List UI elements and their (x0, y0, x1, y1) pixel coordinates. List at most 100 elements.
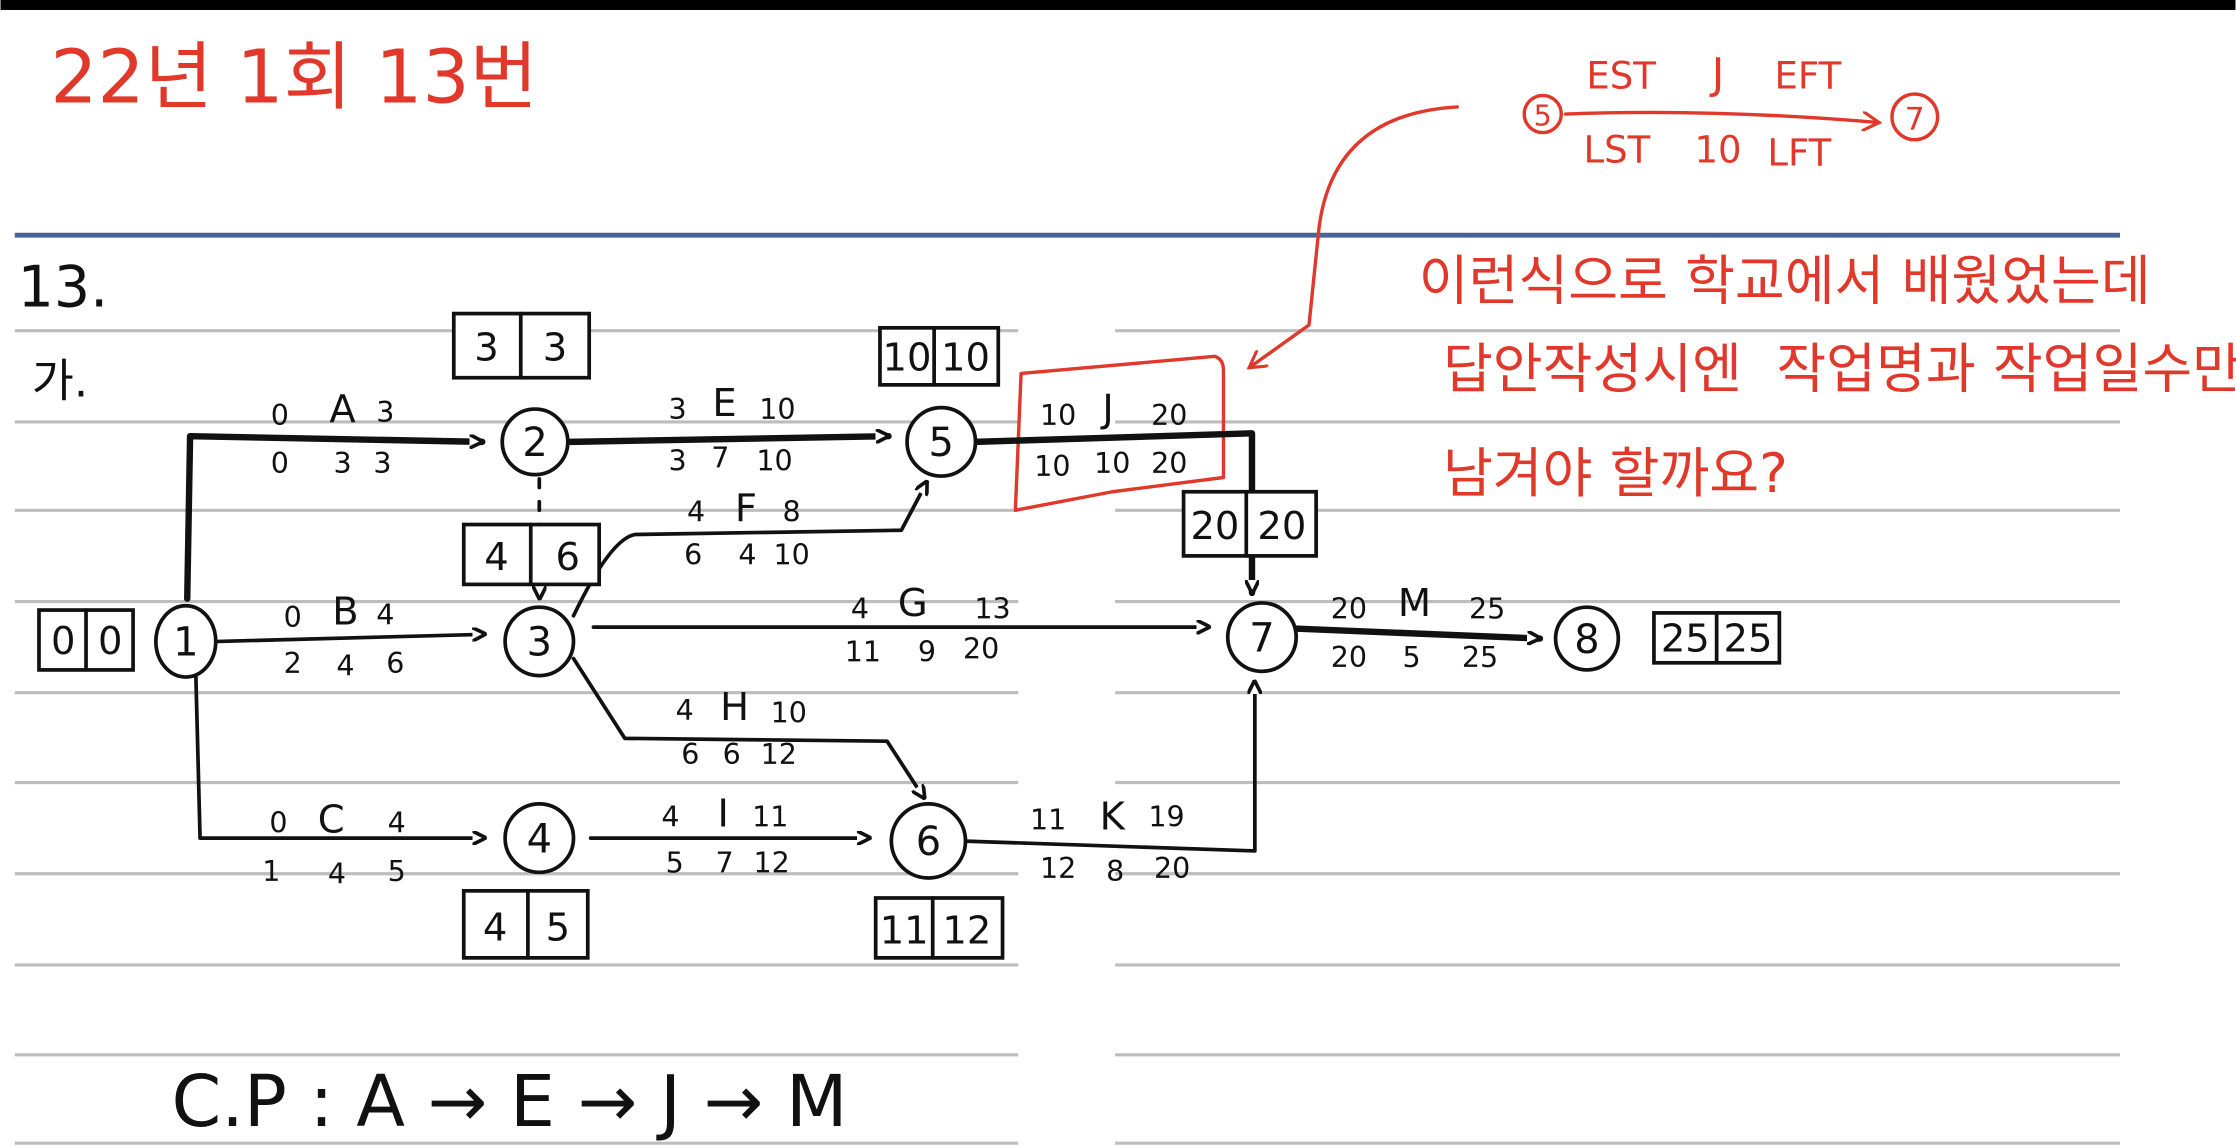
page-title: 22년 1회 13번 (50, 35, 537, 121)
edge-A (184, 432, 486, 602)
lst: 12 (942, 909, 991, 954)
node-2: 2 (500, 407, 570, 477)
activity-G: 4 G 13 11 9 20 (845, 581, 1011, 669)
lst: 3 (543, 326, 567, 371)
est: 4 (483, 906, 507, 951)
activity-J: 10 J 20 10 10 20 (1034, 387, 1187, 483)
est: 0 (271, 399, 289, 432)
rule-left (14, 329, 1019, 1145)
question-line: 이런식으로 학교에서 배웠었는데 (1419, 249, 2151, 312)
duration: 4 (738, 538, 756, 571)
edge-E (567, 436, 892, 446)
activity-name: C (318, 797, 345, 842)
activity-name: J (1100, 387, 1113, 432)
duration: 4 (336, 650, 354, 683)
activity-C: 0 C 4 1 4 5 (262, 797, 406, 890)
rule-right (1115, 329, 2121, 1145)
lst: 12 (1040, 852, 1076, 885)
eft: 10 (771, 697, 807, 730)
activity-A: 0 A 3 0 3 3 (271, 387, 395, 480)
legend-lst: LST (1583, 128, 1650, 171)
lft: 20 (963, 633, 999, 666)
eft: 20 (1151, 399, 1187, 432)
lst: 11 (845, 635, 881, 668)
lst: 6 (556, 535, 580, 580)
duration: 4 (328, 858, 346, 891)
activity-M: 20 M 25 20 5 25 (1331, 581, 1506, 674)
legend: 5 7 EST J EFT LST 10 LFT (1522, 49, 1940, 174)
activity-K: 11 K 19 12 8 20 (1030, 795, 1190, 888)
activity-B: 0 B 4 2 4 6 (284, 589, 405, 682)
est: 20 (1190, 504, 1239, 549)
legend-est: EST (1586, 54, 1656, 97)
eft: 11 (752, 801, 788, 834)
activity-name: K (1100, 795, 1127, 840)
lft: 12 (761, 738, 797, 771)
activity-E: 3 E 10 3 7 10 (668, 381, 795, 477)
lst: 5 (666, 846, 684, 879)
est: 4 (661, 801, 679, 834)
lst: 1 (262, 855, 280, 888)
est: 4 (676, 694, 694, 727)
edge-B (216, 634, 487, 644)
duration: 7 (716, 846, 734, 879)
lst: 3 (668, 444, 686, 477)
lft: 3 (373, 447, 391, 480)
legend-eft: EFT (1775, 54, 1842, 97)
eft: 19 (1148, 801, 1184, 834)
est: 3 (668, 393, 686, 426)
activity-name: B (332, 589, 358, 634)
lst: 5 (546, 906, 570, 951)
activity-name: M (1398, 581, 1431, 626)
est: 25 (1661, 616, 1710, 661)
lft: 5 (388, 855, 406, 888)
duration: 10 (1094, 447, 1130, 480)
lft: 10 (773, 538, 809, 571)
question-line: 답안작성시엔 작업명과 작업일수만 (1443, 338, 2236, 401)
est: 10 (883, 336, 932, 381)
eft: 25 (1469, 593, 1505, 626)
lft: 12 (754, 846, 790, 879)
edge-K (959, 679, 1255, 853)
node-label: 1 (173, 620, 198, 666)
lst: 25 (1724, 616, 1773, 661)
lst: 0 (271, 447, 289, 480)
lst: 20 (1257, 504, 1306, 549)
top-bar (0, 0, 2236, 10)
lft: 6 (386, 647, 404, 680)
lst: 0 (98, 619, 122, 664)
eft: 8 (783, 496, 801, 529)
network-nodes: 1 2 3 4 5 6 7 8 (154, 405, 1621, 880)
question-line: 남겨야 할까요? (1443, 442, 1788, 505)
est: 0 (51, 619, 75, 664)
est: 4 (484, 535, 508, 580)
lst: 10 (1034, 450, 1070, 483)
lft: 25 (1462, 641, 1498, 674)
annotation-arrow (1249, 105, 1459, 368)
legend-duration: 10 (1695, 128, 1742, 171)
time-box-node-8: 25 25 (1652, 611, 1782, 665)
duration: 9 (918, 635, 936, 668)
j-highlight-box (1013, 354, 1226, 512)
legend-lft: LFT (1767, 131, 1831, 174)
ruled-lines (14, 232, 2121, 1145)
est: 4 (851, 593, 869, 626)
edge-M (1291, 625, 1544, 639)
lst: 6 (681, 738, 699, 771)
critical-path: C.P : A → E → J → M (172, 1060, 848, 1143)
lst: 2 (284, 647, 302, 680)
legend-to-node: 7 (1905, 102, 1925, 138)
lst: 10 (941, 336, 990, 381)
eft: 4 (376, 598, 394, 631)
node-label: 3 (527, 620, 552, 666)
node-5: 5 (905, 405, 978, 478)
edge-C (193, 670, 487, 838)
activity-name: E (712, 381, 736, 426)
duration: 7 (711, 442, 729, 475)
lft: 20 (1154, 852, 1190, 885)
question-text: 이런식으로 학교에서 배웠었는데 답안작성시엔 작업명과 작업일수만 남겨야 할… (1419, 249, 2236, 504)
